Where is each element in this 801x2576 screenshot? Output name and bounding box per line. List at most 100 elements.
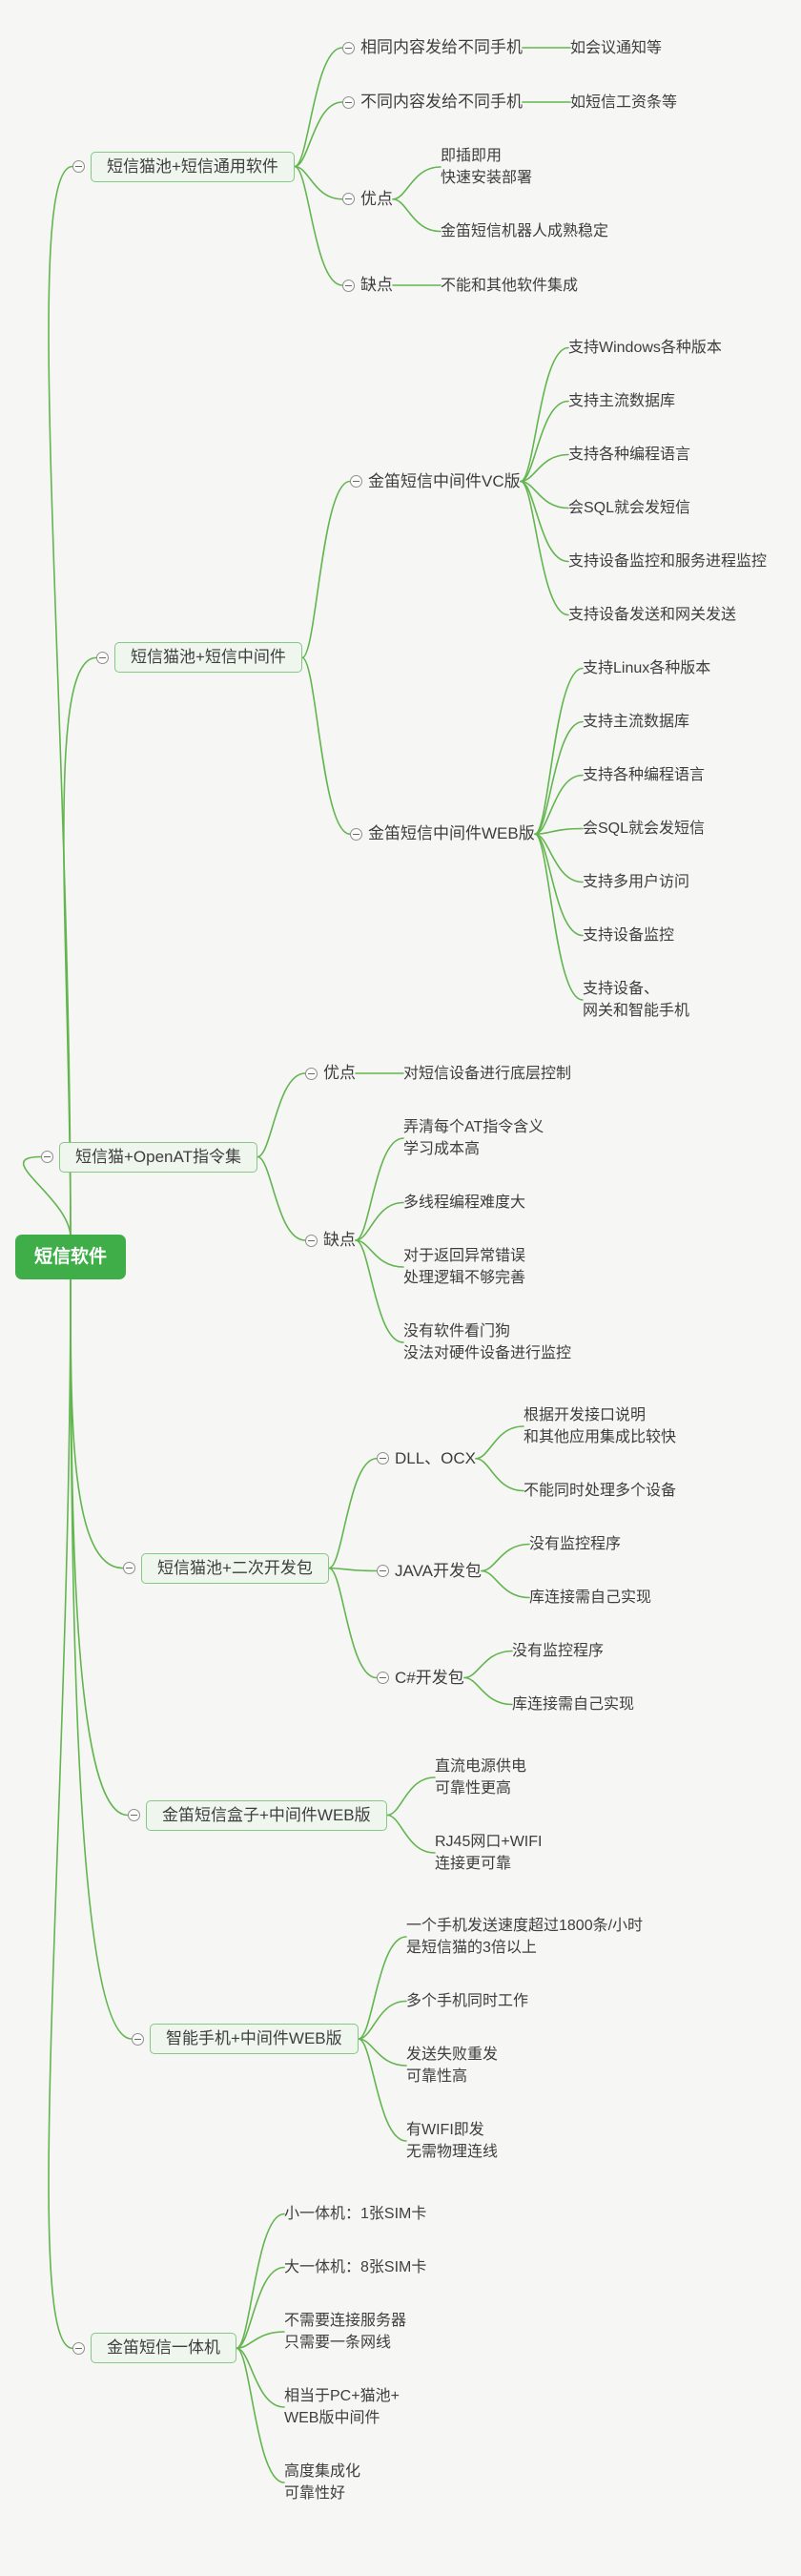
minus-glyph <box>99 656 106 658</box>
leaf-node[interactable]: 不需要连接服务器 只需要一条网线 <box>284 2310 406 2354</box>
leaf-node[interactable]: 根据开发接口说明 和其他应用集成比较快 <box>524 1404 676 1448</box>
leaf-node[interactable]: 对于返回异常错误 处理逻辑不够完善 <box>403 1245 525 1289</box>
leaf-node[interactable]: 多线程编程难度大 <box>403 1192 525 1214</box>
topic-node[interactable]: 不同内容发给不同手机 <box>342 91 523 114</box>
leaf-node[interactable]: 多个手机同时工作 <box>406 1990 528 2012</box>
leaf-node[interactable]: 支持各种编程语言 <box>568 444 690 466</box>
node-label: 短信软件 <box>15 1235 127 1280</box>
leaf-node[interactable]: 没有监控程序 <box>529 1533 621 1555</box>
leaf-node[interactable]: 一个手机发送速度超过1800条/小时 是短信猫的3倍以上 <box>406 1915 643 1959</box>
collapse-icon[interactable] <box>123 1562 135 1575</box>
leaf-node[interactable]: 大一体机：8张SIM卡 <box>284 2256 426 2278</box>
topic-node[interactable]: 优点 <box>305 1062 356 1085</box>
node-label: 金笛短信盒子+中间件WEB版 <box>146 1799 387 1831</box>
connector-line <box>328 1567 378 1572</box>
collapse-icon[interactable] <box>305 1067 318 1080</box>
topic-node[interactable]: C#开发包 <box>377 1667 464 1690</box>
leaf-node[interactable]: 发送失败重发 可靠性高 <box>406 2044 498 2088</box>
branch-node[interactable]: 金笛短信一体机 <box>72 2333 236 2364</box>
leaf-node[interactable]: 不能和其他软件集成 <box>441 275 578 297</box>
branch-node[interactable]: 短信猫+OpenAT指令集 <box>41 1141 257 1173</box>
node-label: 弄清每个AT指令含义 学习成本高 <box>403 1119 544 1157</box>
collapse-icon[interactable] <box>342 279 355 292</box>
node-label: 支持设备、 网关和智能手机 <box>583 981 690 1019</box>
leaf-node[interactable]: 支持设备监控 <box>583 924 674 946</box>
leaf-node[interactable]: 支持多用户访问 <box>583 871 689 893</box>
collapse-icon[interactable] <box>350 475 362 488</box>
leaf-node[interactable]: 支持设备发送和网关发送 <box>568 604 736 626</box>
leaf-node[interactable]: 没有监控程序 <box>512 1640 604 1662</box>
node-label: 缺点 <box>323 1231 356 1249</box>
connector-line <box>48 165 73 1239</box>
leaf-node[interactable]: 相当于PC+猫池+ WEB版中间件 <box>284 2385 400 2429</box>
connector-line <box>236 2347 285 2483</box>
leaf-node[interactable]: 支持设备、 网关和智能手机 <box>583 978 689 1022</box>
leaf-node[interactable]: 直流电源供电 可靠性更高 <box>435 1755 526 1799</box>
leaf-node[interactable]: 即插即用 快速安装部署 <box>441 145 532 189</box>
root-node[interactable]: 短信软件 <box>15 1235 127 1280</box>
topic-node[interactable]: DLL、OCX <box>377 1447 476 1470</box>
collapse-icon[interactable] <box>342 95 355 109</box>
branch-node[interactable]: 短信猫池+二次开发包 <box>123 1552 329 1584</box>
collapse-icon[interactable] <box>377 1452 389 1465</box>
collapse-icon[interactable] <box>132 2032 144 2046</box>
leaf-node[interactable]: 没有软件看门狗 没法对硬件设备进行监控 <box>403 1320 571 1364</box>
collapse-icon[interactable] <box>96 651 109 664</box>
leaf-node[interactable]: 库连接需自己实现 <box>529 1587 651 1609</box>
leaf-node[interactable]: 支持Linux各种版本 <box>583 657 710 679</box>
leaf-node[interactable]: 小一体机：1张SIM卡 <box>284 2203 426 2225</box>
collapse-icon[interactable] <box>377 1672 389 1684</box>
minus-glyph <box>134 2038 141 2040</box>
leaf-node[interactable]: 支持各种编程语言 <box>583 764 705 786</box>
branch-node[interactable]: 智能手机+中间件WEB版 <box>132 2024 359 2054</box>
collapse-icon[interactable] <box>342 41 355 54</box>
connector-line <box>475 1425 524 1460</box>
connector-line <box>328 1567 378 1679</box>
leaf-node[interactable]: 会SQL就会发短信 <box>568 497 690 519</box>
collapse-icon[interactable] <box>377 1565 389 1577</box>
branch-node[interactable]: 金笛短信盒子+中间件WEB版 <box>128 1799 387 1831</box>
minus-glyph <box>75 2347 82 2349</box>
topic-node[interactable]: 优点 <box>342 188 393 211</box>
leaf-node[interactable]: 金笛短信机器人成熟稳定 <box>441 220 608 242</box>
collapse-icon[interactable] <box>305 1234 318 1247</box>
leaf-node[interactable]: 会SQL就会发短信 <box>583 818 705 840</box>
collapse-icon[interactable] <box>72 2341 85 2355</box>
connector-line <box>386 1776 436 1817</box>
leaf-node[interactable]: 如短信工资条等 <box>570 92 677 114</box>
node-label: 多个手机同时工作 <box>406 1993 529 2009</box>
leaf-node[interactable]: 支持主流数据库 <box>583 711 689 733</box>
connector-line <box>70 1276 129 1817</box>
topic-node[interactable]: 缺点 <box>342 274 393 297</box>
topic-node[interactable]: 相同内容发给不同手机 <box>342 36 523 59</box>
leaf-node[interactable]: 不能同时处理多个设备 <box>524 1480 676 1502</box>
leaf-node[interactable]: 如会议通知等 <box>570 37 662 59</box>
leaf-node[interactable]: 支持主流数据库 <box>568 390 675 412</box>
leaf-node[interactable]: 弄清每个AT指令含义 学习成本高 <box>403 1116 544 1160</box>
branch-node[interactable]: 短信猫池+短信通用软件 <box>72 151 295 182</box>
collapse-icon[interactable] <box>342 193 355 206</box>
branch-node[interactable]: 短信猫池+短信中间件 <box>96 642 302 674</box>
collapse-icon[interactable] <box>41 1151 53 1163</box>
leaf-node[interactable]: 有WIFI即发 无需物理连线 <box>406 2119 498 2163</box>
collapse-icon[interactable] <box>350 827 362 841</box>
leaf-node[interactable]: 支持设备监控和服务进程监控 <box>568 551 767 572</box>
connector-line <box>520 400 569 483</box>
leaf-node[interactable]: 对短信设备进行底层控制 <box>403 1063 571 1085</box>
connector-line <box>257 1155 306 1241</box>
topic-node[interactable]: 缺点 <box>305 1229 356 1252</box>
leaf-node[interactable]: 高度集成化 可靠性好 <box>284 2461 360 2504</box>
leaf-node[interactable]: RJ45网口+WIFI 连接更可靠 <box>435 1831 542 1875</box>
collapse-icon[interactable] <box>72 160 85 173</box>
topic-node[interactable]: 金笛短信中间件WEB版 <box>350 822 535 845</box>
node-label: 相同内容发给不同手机 <box>360 38 523 56</box>
connector-line <box>520 480 569 616</box>
leaf-node[interactable]: 支持Windows各种版本 <box>568 337 722 359</box>
node-label: 支持主流数据库 <box>583 714 690 730</box>
collapse-icon[interactable] <box>128 1809 140 1821</box>
topic-node[interactable]: 金笛短信中间件VC版 <box>350 470 521 493</box>
minus-glyph <box>353 481 359 482</box>
topic-node[interactable]: JAVA开发包 <box>377 1560 482 1583</box>
leaf-node[interactable]: 库连接需自己实现 <box>512 1693 634 1715</box>
